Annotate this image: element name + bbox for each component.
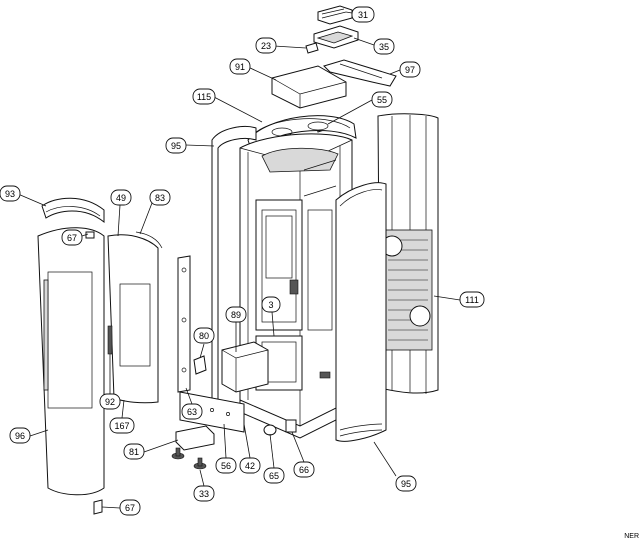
part-95-right-front-panel: [335, 182, 387, 442]
svg-text:81: 81: [129, 447, 139, 457]
callout-31[interactable]: 31: [351, 6, 375, 23]
svg-text:33: 33: [199, 489, 209, 499]
svg-text:65: 65: [269, 471, 279, 481]
part-96-outer-panel: [37, 227, 105, 496]
svg-text:96: 96: [15, 431, 25, 441]
callout-66[interactable]: 66: [293, 461, 315, 478]
svg-text:42: 42: [245, 461, 255, 471]
callout-3[interactable]: 3: [261, 296, 281, 313]
svg-text:93: 93: [5, 189, 15, 199]
svg-text:80: 80: [199, 331, 209, 341]
callout-67-top[interactable]: 67: [61, 229, 83, 246]
part-23-clip: [305, 42, 319, 54]
part-63-strip: [177, 255, 191, 393]
part-111-back-panel: [377, 113, 439, 394]
callout-63[interactable]: 63: [181, 403, 203, 420]
part-67-small-bracket-bottom: [93, 499, 103, 515]
callout-97[interactable]: 97: [399, 61, 421, 78]
callout-91[interactable]: 91: [229, 58, 251, 75]
svg-text:111: 111: [465, 295, 479, 305]
callout-95-top[interactable]: 95: [165, 137, 187, 154]
part-35-tray: [313, 25, 359, 49]
svg-text:23: 23: [261, 41, 271, 51]
part-66-connector: [285, 419, 297, 433]
callout-23[interactable]: 23: [255, 37, 277, 54]
callout-111[interactable]: 111: [459, 291, 485, 308]
part-80-bracket: [193, 355, 207, 375]
svg-text:56: 56: [221, 461, 231, 471]
svg-text:49: 49: [116, 193, 126, 203]
callout-80[interactable]: 80: [193, 327, 215, 344]
part-97-rail: [323, 59, 397, 87]
svg-text:95: 95: [171, 141, 181, 151]
svg-text:35: 35: [379, 42, 389, 52]
svg-text:67: 67: [67, 233, 77, 243]
part-33-foot-screw: [171, 447, 207, 470]
part-91-top-plate: [271, 65, 347, 109]
callout-81[interactable]: 81: [123, 443, 145, 460]
part-67-small-bracket-top: [85, 231, 95, 239]
callout-95-bottom[interactable]: 95: [395, 475, 417, 492]
svg-text:67: 67: [125, 503, 135, 513]
callout-83[interactable]: 83: [149, 189, 171, 206]
part-65-knob: [263, 424, 277, 436]
svg-text:91: 91: [235, 62, 245, 72]
part-89-handle: [221, 341, 269, 393]
callout-35[interactable]: 35: [373, 38, 395, 55]
callout-33[interactable]: 33: [193, 485, 215, 502]
part-81-foot: [175, 425, 215, 451]
svg-text:63: 63: [187, 407, 197, 417]
callout-96[interactable]: 96: [9, 427, 31, 444]
corner-tag: NER: [624, 533, 639, 540]
part-83-panel-edge: [135, 231, 163, 249]
svg-text:83: 83: [155, 193, 165, 203]
callout-67-bottom[interactable]: 67: [119, 499, 141, 516]
callout-89[interactable]: 89: [225, 306, 247, 323]
callout-55[interactable]: 55: [371, 91, 393, 108]
part-49-middle-panel: [107, 234, 159, 404]
callout-92[interactable]: 92: [99, 393, 121, 410]
svg-text:31: 31: [358, 10, 368, 20]
part-95-left-side-panel: [211, 126, 257, 413]
callout-49[interactable]: 49: [110, 189, 132, 206]
callout-167[interactable]: 167: [109, 417, 135, 434]
part-93-top-arc: [41, 197, 105, 224]
stove-body: [239, 133, 353, 439]
svg-text:66: 66: [299, 465, 309, 475]
leader-lines: [17, 11, 461, 509]
callout-115[interactable]: 115: [192, 88, 216, 105]
callout-65[interactable]: 65: [263, 467, 285, 484]
callouts: 31 35 23 91 97 115 55 95 93 49 83 67 111…: [0, 6, 485, 516]
callout-56[interactable]: 56: [215, 457, 237, 474]
svg-text:115: 115: [197, 92, 211, 102]
svg-text:89: 89: [231, 310, 241, 320]
svg-text:97: 97: [405, 65, 415, 75]
svg-text:3: 3: [268, 300, 273, 310]
svg-text:92: 92: [105, 397, 115, 407]
callout-42[interactable]: 42: [239, 457, 261, 474]
callout-93[interactable]: 93: [0, 185, 21, 202]
svg-text:95: 95: [401, 479, 411, 489]
svg-text:55: 55: [377, 95, 387, 105]
part-31-bracket: [317, 5, 353, 25]
svg-text:167: 167: [114, 421, 129, 431]
